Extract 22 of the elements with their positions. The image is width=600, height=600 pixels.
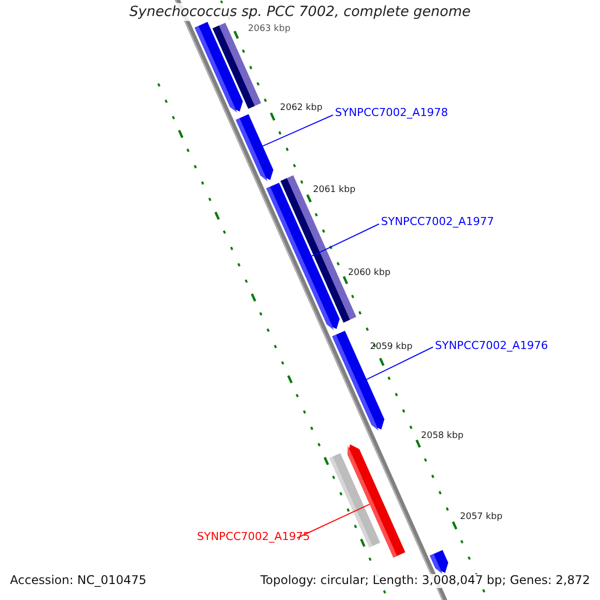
accession-text: Accession: NC_010475	[9, 574, 148, 588]
gene-bar	[430, 550, 448, 574]
gene-label: SYNPCC7002_A1978	[335, 107, 448, 120]
leader-line	[262, 114, 334, 147]
gene-label: SYNPCC7002_A1975	[197, 531, 310, 544]
scale-label: 2058 kbp	[421, 431, 464, 442]
gene-bar	[194, 22, 243, 113]
scale-label: 2057 kbp	[460, 512, 502, 522]
scale-label: 2062 kbp	[280, 103, 322, 114]
leader-line	[296, 504, 370, 538]
leader-line	[366, 346, 434, 380]
scale-label: 2060 kbp	[348, 268, 390, 278]
genome-stats: Topology: circular; Length: 3,008,047 bp; Genes: 2,872	[259, 574, 591, 588]
gene-bar	[266, 182, 340, 330]
leader-line	[311, 224, 380, 257]
scale-label: 2059 kbp	[370, 342, 412, 352]
scale-label: 2061 kbp	[313, 185, 356, 196]
gene-label: SYNPCC7002_A1976	[435, 340, 548, 353]
gene-label: SYNPCC7002_A1977	[381, 216, 494, 229]
gene-bar	[236, 114, 274, 182]
scale-label: 2063 kbp	[248, 24, 290, 34]
gene-bar	[347, 444, 406, 558]
